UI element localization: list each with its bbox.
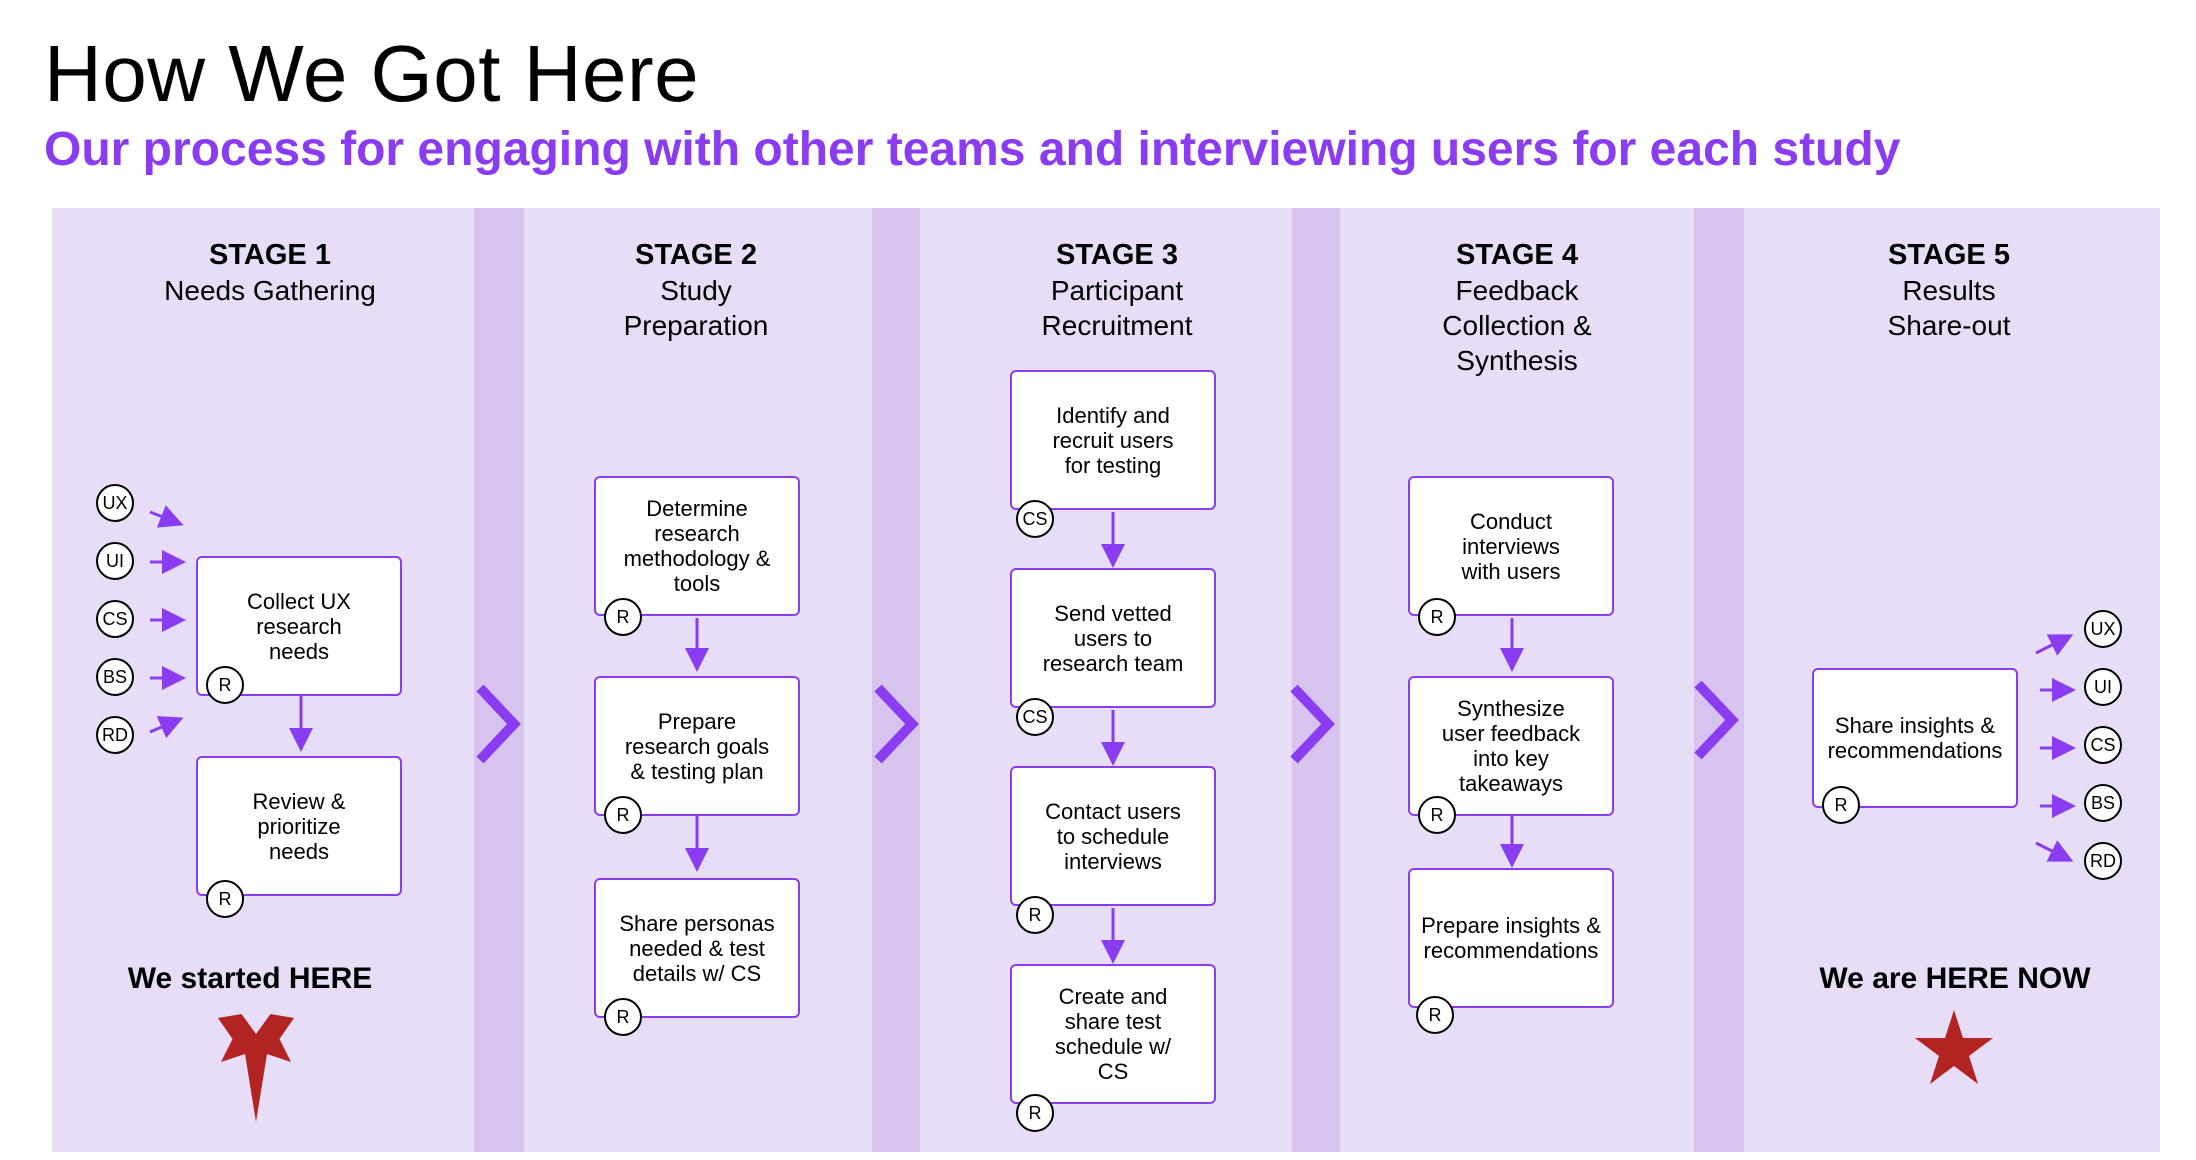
owner-badge: R	[1016, 896, 1054, 934]
stage-divider-2	[872, 208, 920, 1152]
stage-5-header: STAGE 5 Results Share-out	[1744, 238, 2154, 343]
chevron-right-icon	[874, 684, 919, 764]
owner-badge: R	[1418, 598, 1456, 636]
team-badge-input: BS	[96, 658, 134, 696]
chevron-right-icon	[476, 684, 521, 764]
page-subtitle: Our process for engaging with other team…	[44, 123, 1901, 176]
process-step: Share personas needed & test details w/ …	[594, 878, 800, 1018]
process-step: Contact users to schedule interviews	[1010, 766, 1216, 906]
input-arrow-ux	[149, 505, 184, 528]
owner-badge: R	[1016, 1094, 1054, 1132]
output-arrow-ux	[2035, 634, 2074, 656]
page-title: How We Got Here	[44, 29, 700, 118]
team-badge-input: CS	[96, 600, 134, 638]
process-step: Conduct interviews with users	[1408, 476, 1614, 616]
process-step: Synthesize user feedback into key takeaw…	[1408, 676, 1614, 816]
team-badge-input: UI	[96, 542, 134, 580]
owner-badge: R	[604, 796, 642, 834]
chevron-right-icon	[1694, 680, 1739, 760]
star-icon	[218, 1014, 294, 1122]
owner-badge: R	[1822, 786, 1860, 824]
owner-badge: R	[206, 666, 244, 704]
process-step: Send vetted users to research team	[1010, 568, 1216, 708]
stage-name: Participant Recruitment	[1041, 275, 1193, 341]
owner-badge: R	[1418, 796, 1456, 834]
stage-number: STAGE 3	[1056, 239, 1178, 271]
stage-number: STAGE 2	[635, 239, 757, 271]
owner-badge: R	[604, 598, 642, 636]
team-badge-output: CS	[2084, 726, 2122, 764]
process-step: Prepare research goals & testing plan	[594, 676, 800, 816]
owner-badge: CS	[1016, 500, 1054, 538]
stage-name: Results Share-out	[1887, 275, 2011, 341]
stage-number: STAGE 1	[209, 239, 331, 271]
start-marker-label: We started HERE	[127, 962, 373, 995]
stage-name: Feedback Collection & Synthesis	[1442, 275, 1592, 376]
process-step: Review & prioritize needs	[196, 756, 402, 896]
chevron-right-icon	[1290, 684, 1335, 764]
owner-badge: R	[1416, 996, 1454, 1034]
team-badge-output: UX	[2084, 610, 2122, 648]
process-step: Create and share test schedule w/ CS	[1010, 964, 1216, 1104]
stage-number: STAGE 5	[1888, 239, 2010, 271]
stage-divider-4	[1694, 208, 1744, 1152]
process-step: Prepare insights & recommendations	[1408, 868, 1614, 1008]
team-badge-output: UI	[2084, 668, 2122, 706]
owner-badge: R	[206, 880, 244, 918]
owner-badge: CS	[1016, 698, 1054, 736]
owner-badge: R	[604, 998, 642, 1036]
current-marker-label: We are HERE NOW	[1819, 962, 2091, 995]
stage-name: Study Preparation	[623, 275, 769, 341]
team-badge-output: RD	[2084, 842, 2122, 880]
stage-name: Needs Gathering	[164, 275, 376, 306]
stage-2-header: STAGE 2 Study Preparation	[524, 238, 868, 343]
process-step: Share insights & recommendations	[1812, 668, 2018, 808]
process-step: Collect UX research needs	[196, 556, 402, 696]
team-badge-input: RD	[96, 716, 134, 754]
team-badge-input: UX	[96, 484, 134, 522]
team-badge-output: BS	[2084, 784, 2122, 822]
stage-4-header: STAGE 4 Feedback Collection & Synthesis	[1340, 238, 1694, 378]
star-icon	[1915, 1010, 1993, 1084]
process-step: Determine research methodology & tools	[594, 476, 800, 616]
input-arrow-rd	[149, 716, 184, 739]
stage-3-header: STAGE 3 Participant Recruitment	[920, 238, 1314, 343]
stage-divider-1	[474, 208, 524, 1152]
stage-1-header: STAGE 1 Needs Gathering	[52, 238, 488, 308]
stage-divider-3	[1292, 208, 1340, 1152]
stage-number: STAGE 4	[1456, 239, 1578, 271]
process-step: Identify and recruit users for testing	[1010, 370, 1216, 510]
output-arrow-rd	[2035, 840, 2074, 862]
